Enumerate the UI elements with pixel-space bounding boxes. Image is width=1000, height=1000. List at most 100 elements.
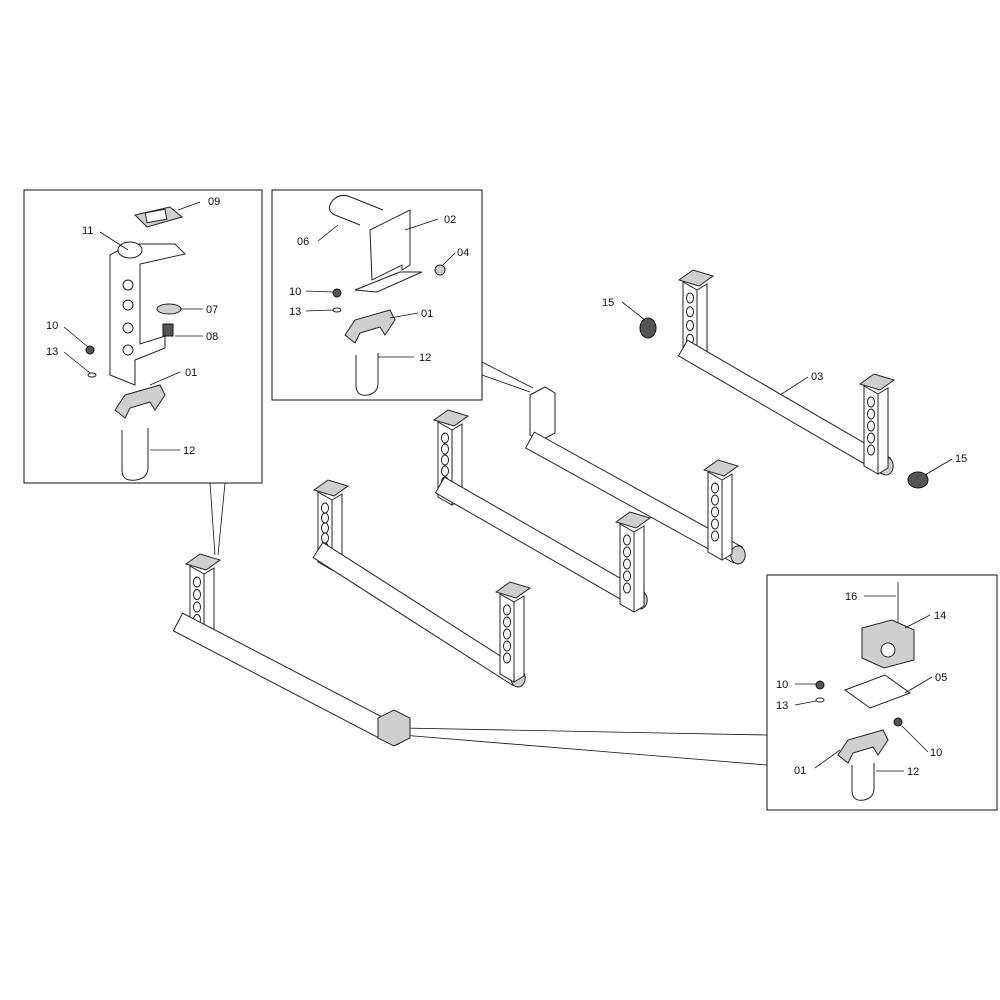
bracket-hole (441, 443, 449, 455)
callout-04: 04 (457, 247, 469, 259)
tube (524, 431, 744, 564)
bracket-hole (193, 576, 201, 588)
bracket-hole (193, 589, 201, 600)
callout-10-lower: 10 (930, 747, 942, 759)
tube-clamp (377, 709, 411, 747)
detail-leaders (209, 361, 768, 766)
bracket-hole (867, 408, 875, 420)
bolt-08 (162, 323, 174, 337)
callout-12: 12 (419, 352, 431, 364)
callout-08: 08 (206, 331, 218, 343)
bracket-hole (686, 306, 694, 318)
callout-10: 10 (289, 286, 301, 298)
tube (312, 541, 524, 687)
callout-15-right: 15 (955, 453, 967, 465)
callout-14: 14 (934, 610, 946, 622)
nut-10 (85, 345, 95, 355)
callout-09: 09 (208, 196, 220, 208)
callout-10: 10 (46, 320, 58, 332)
bracket-hole (503, 628, 511, 640)
display-mount (312, 479, 350, 497)
nut-10 (815, 680, 825, 690)
bracket-hole (711, 494, 719, 506)
bracket-02 (369, 209, 411, 281)
display-mount (494, 581, 532, 599)
detail-c-parts (815, 582, 915, 801)
callout-01: 01 (185, 367, 197, 379)
callout-10: 10 (776, 679, 788, 691)
callout-07: 07 (206, 304, 218, 316)
bracket-hole (623, 570, 631, 582)
display-mount (858, 373, 896, 391)
clamp-01 (114, 384, 166, 419)
bracket-hole (867, 420, 875, 432)
clamp-01 (837, 729, 889, 764)
detail-box-b (271, 189, 483, 401)
callout-13: 13 (46, 346, 58, 358)
bracket-11 (109, 243, 186, 386)
callout-13: 13 (776, 700, 788, 712)
detail-a-parts (85, 206, 186, 481)
tube-end-cap (730, 545, 746, 565)
clamp-01 (344, 309, 396, 344)
u-bolt-06 (329, 194, 384, 226)
u-bolt-12 (121, 428, 149, 481)
bracket-hole (711, 518, 719, 530)
end-cap-15-left (639, 317, 657, 339)
bracket-hole (623, 546, 631, 558)
display-mount (432, 409, 470, 427)
plate-05 (843, 674, 912, 709)
tube (172, 612, 401, 745)
callout-03: 03 (811, 371, 823, 383)
bracket-hole (623, 558, 631, 570)
callout-11: 11 (82, 225, 93, 237)
callout-02: 02 (444, 214, 456, 226)
tube (677, 339, 892, 475)
bracket-hole (321, 522, 329, 534)
u-bolt-12 (851, 763, 875, 801)
bracket-hole (867, 444, 875, 456)
main-loose-parts (639, 317, 929, 489)
bracket-hole (503, 604, 511, 616)
bracket-hole (503, 640, 511, 652)
callout-13: 13 (289, 306, 301, 318)
bracket-hole (623, 534, 631, 546)
washer-13 (332, 307, 342, 313)
callout-01: 01 (421, 308, 433, 320)
bracket-hole (623, 582, 631, 594)
end-cap-15-right (907, 471, 929, 489)
callout-15-left: 15 (602, 297, 614, 309)
bracket-hole (711, 482, 719, 494)
bracket-hole (686, 320, 694, 331)
bracket-hole (193, 601, 201, 613)
bracket-hole (503, 652, 511, 664)
bracket-hole (503, 616, 511, 628)
callouts-detail-c: 16 14 10 05 13 10 01 12 (776, 591, 947, 778)
bracket-hole (321, 502, 329, 514)
bracket-hole (441, 432, 449, 444)
callout-12: 12 (183, 445, 195, 457)
detail-b-parts (329, 194, 446, 396)
display-mount (702, 459, 740, 477)
washer-07 (156, 303, 182, 315)
bracket-hole (321, 532, 329, 544)
callout-16: 16 (845, 591, 857, 603)
bracket-hole (321, 512, 329, 524)
washer-13 (87, 372, 97, 378)
callouts-detail-a: 09 11 07 10 08 13 01 12 (46, 196, 220, 457)
nut-10 (332, 288, 342, 298)
callout-12: 12 (907, 766, 919, 778)
bracket-hole (711, 530, 719, 542)
callout-06: 06 (297, 236, 309, 248)
callout-01: 01 (794, 765, 806, 777)
callout-05: 05 (935, 672, 947, 684)
detail-box-c (766, 574, 998, 811)
bracket-hole (441, 454, 449, 466)
bracket-hole (867, 432, 875, 444)
display-mount (677, 269, 715, 287)
mounting-bracket (529, 386, 556, 442)
nut-10-lower (893, 717, 903, 727)
display-mount (614, 511, 652, 529)
bracket-hole (711, 506, 719, 518)
